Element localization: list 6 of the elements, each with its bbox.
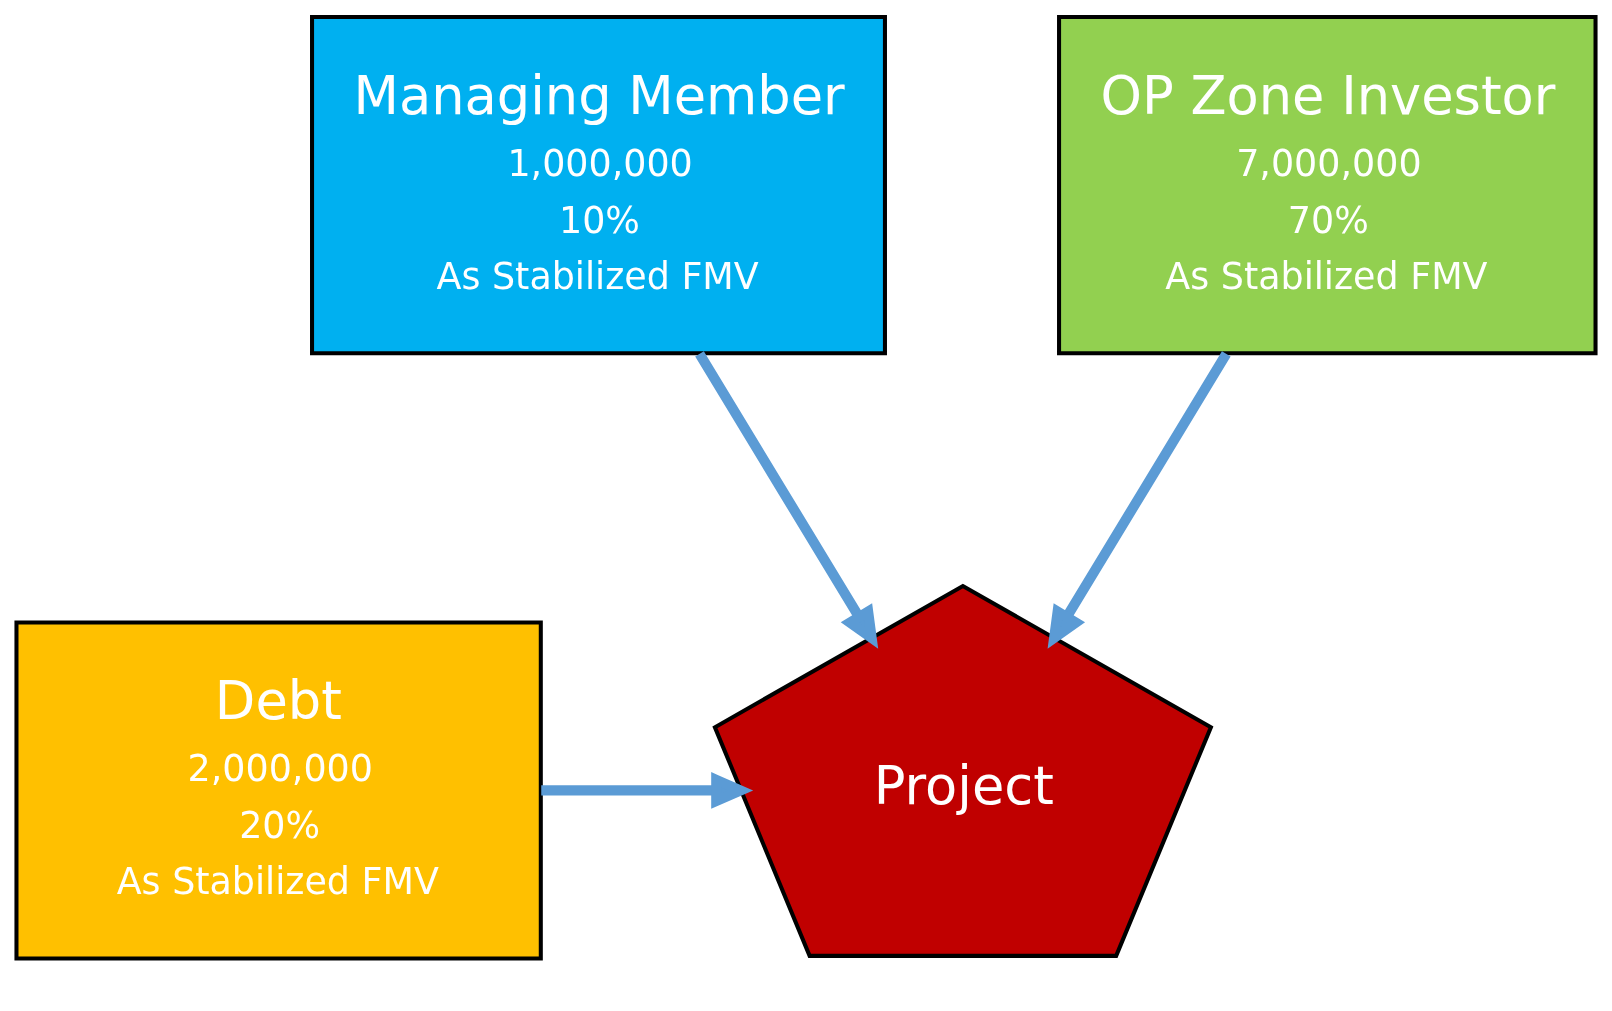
arrow — [541, 771, 754, 809]
node-box: Managing Member 1,000,000 10% As Stabilized FMV — [310, 14, 887, 355]
node-box: OP Zone Investor 7,000,000 70% As Stabilized FMV — [1057, 14, 1598, 355]
arrow — [1047, 350, 1231, 649]
arrow — [695, 350, 879, 649]
node-box: Debt 2,000,000 20% As Stabilized FMV — [14, 619, 543, 960]
